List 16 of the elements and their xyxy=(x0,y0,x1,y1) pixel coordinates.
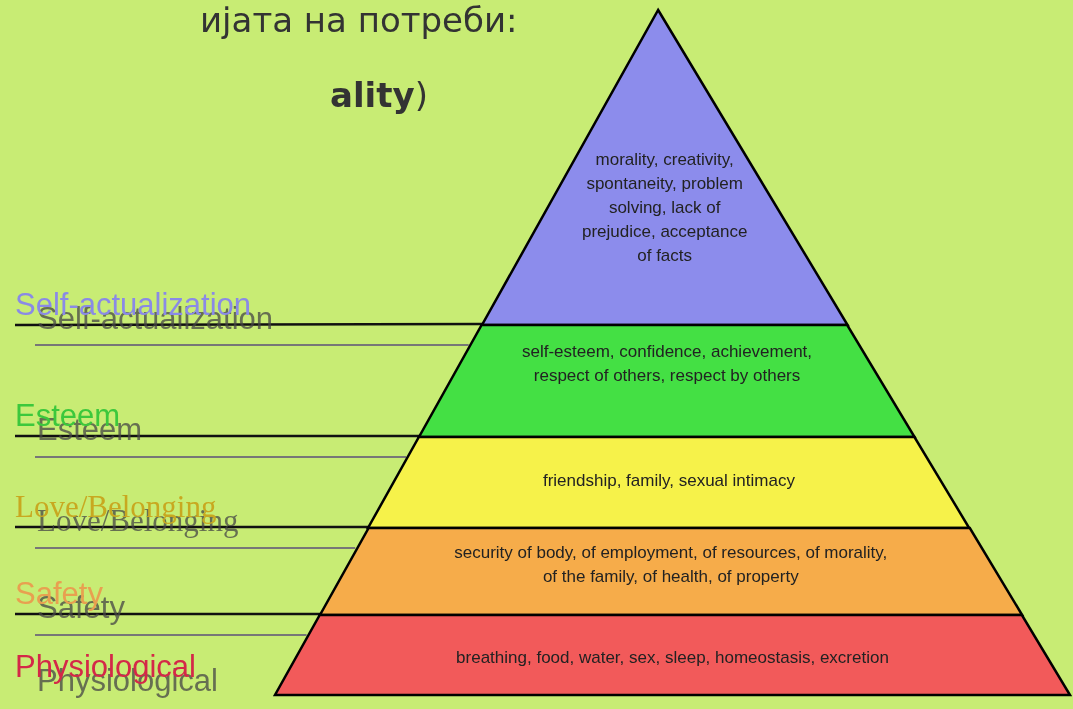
heading-text: ијата на потреби: xyxy=(200,0,518,40)
leader-line xyxy=(15,612,322,616)
level-label: Physiological xyxy=(15,650,196,684)
level-label: Love/Belonging xyxy=(15,490,217,524)
tier-text: security of body, of employment, of resources, of morality, of the family, of health, of property xyxy=(453,542,889,588)
level-label: Safety xyxy=(15,577,103,611)
leader-line xyxy=(15,322,484,327)
tier-text: friendship, family, sexual intimacy xyxy=(541,470,796,492)
level-label: Self-actualization xyxy=(15,288,252,322)
tier-text: morality, creativity, spontaneity, problem solving, lack of prejudice, acceptance of facts xyxy=(580,149,749,267)
heading-text: ality) xyxy=(330,75,428,115)
tier-text: breathing, food, water, sex, sleep, homeostasis, excretion xyxy=(455,647,890,669)
leader-line xyxy=(15,434,421,438)
leader-line xyxy=(15,525,370,529)
tier-text: self-esteem, confidence, achievement, respect of others, respect by others xyxy=(520,341,814,387)
level-label: Esteem xyxy=(15,399,121,433)
